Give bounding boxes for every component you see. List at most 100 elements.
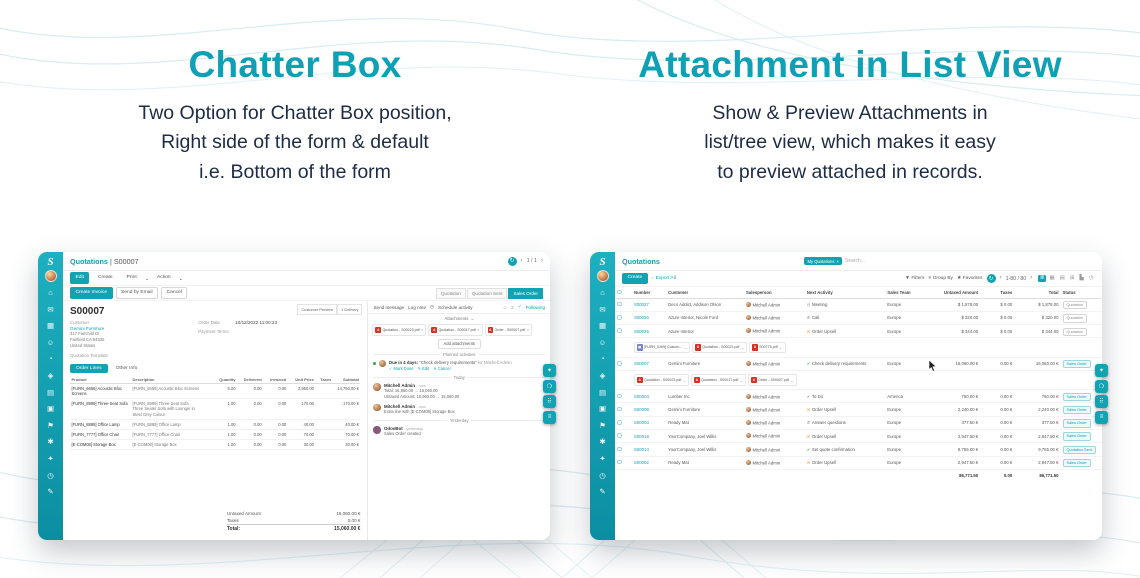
home-icon[interactable]: ⌂	[600, 288, 605, 297]
row-checkbox[interactable]	[617, 459, 622, 465]
inventory-icon[interactable]: ▣	[46, 404, 55, 414]
column-header[interactable]: Description	[130, 375, 213, 385]
column-header-taxes[interactable]: Taxes	[980, 287, 1015, 299]
column-header-total[interactable]: Total	[1014, 287, 1061, 299]
create-button[interactable]: Create	[622, 272, 648, 285]
number-cell[interactable]: S00009	[632, 402, 667, 417]
send-by-email-button[interactable]: Send by Email	[115, 287, 159, 299]
delivery-button[interactable]: 1 Delivery	[337, 304, 363, 315]
select-all-header[interactable]	[615, 287, 633, 299]
select-cell[interactable]	[615, 389, 633, 404]
discuss-icon[interactable]: ✉	[599, 304, 606, 314]
cancel-activity-button[interactable]: ✕ Cancel	[433, 366, 451, 372]
select-cell[interactable]	[615, 442, 633, 457]
global-search-button[interactable]: ❍	[1095, 379, 1108, 393]
stage-quotation[interactable]: Quotation	[435, 287, 466, 299]
list-view-icon[interactable]: ≣	[1038, 274, 1046, 283]
column-header[interactable]: Subtotal	[332, 375, 361, 385]
discuss-icon[interactable]: ✉	[47, 304, 54, 314]
create-invoice-button[interactable]: Create Invoice	[70, 287, 113, 299]
tab-other-info[interactable]: Other Info	[115, 366, 138, 372]
number-cell[interactable]: S00007	[632, 357, 667, 371]
select-cell[interactable]	[615, 357, 633, 371]
export-all-button[interactable]: ↓ Export All	[651, 276, 676, 281]
manufacturing-icon[interactable]: ✱	[47, 437, 54, 447]
edit-activity-button[interactable]: ✎ Edit	[417, 366, 430, 372]
number-cell[interactable]: S00004	[632, 389, 667, 404]
sales-icon[interactable]: ◈	[47, 370, 54, 380]
search-input[interactable]: My Quotations × Search...	[804, 257, 954, 265]
employees-icon[interactable]: ✦	[47, 453, 54, 463]
column-header-next-activity[interactable]: Next Activity	[804, 287, 886, 299]
invoicing-icon[interactable]: ▤	[46, 387, 55, 397]
number-cell[interactable]: S00019	[632, 429, 667, 444]
select-cell[interactable]	[615, 324, 633, 339]
row-checkbox[interactable]	[617, 301, 622, 307]
contacts-icon[interactable]: ☺	[46, 337, 55, 347]
number-cell[interactable]: S00014	[632, 442, 667, 457]
row-checkbox[interactable]	[617, 406, 622, 412]
chevron-down-icon[interactable]: ⌄	[682, 377, 687, 383]
row-checkbox[interactable]	[617, 420, 622, 425]
next-activity-cell[interactable]: ✉Order Upsell	[804, 324, 886, 339]
select-cell[interactable]	[615, 429, 633, 444]
timesheets-icon[interactable]: ◷	[599, 470, 606, 480]
select-cell[interactable]	[615, 402, 633, 417]
attachment-chip[interactable]: ▦[FURN_0269] Custom...⌄	[634, 341, 691, 354]
chevron-down-icon[interactable]: ⌄	[740, 344, 745, 350]
invoicing-icon[interactable]: ▤	[598, 387, 607, 397]
theme-options-button[interactable]: ✦	[543, 364, 556, 377]
next-activity-cell[interactable]: ✉Order Upsell	[804, 402, 886, 417]
manufacturing-icon[interactable]: ✱	[599, 437, 606, 447]
number-cell[interactable]: S00027	[632, 298, 667, 312]
print-menu-button[interactable]: Print	[121, 272, 142, 283]
column-header-sales-team[interactable]: Sales Team	[885, 287, 927, 299]
bookmarks-button[interactable]: ≡	[1095, 410, 1108, 424]
purchase-icon[interactable]: ⚑	[599, 420, 606, 430]
mark-done-button[interactable]: ✓ Mark Done	[388, 366, 414, 372]
cancel-button[interactable]: Cancel	[161, 287, 188, 299]
customer-link[interactable]: Gemini Furniture	[70, 326, 105, 331]
number-cell[interactable]: S00002	[632, 456, 667, 470]
row-checkbox[interactable]	[617, 328, 622, 333]
apps-grid-button[interactable]: ⠿	[1095, 395, 1108, 408]
purchase-icon[interactable]: ⚑	[47, 420, 54, 430]
contacts-icon[interactable]: ☺	[598, 337, 607, 347]
pager-next-icon[interactable]: ›	[1030, 274, 1033, 282]
next-activity-cell[interactable]: ✔To Do	[804, 389, 886, 404]
order-line-row[interactable]: [FURN_8999] Three-Seat Sofa[FURN_8999] T…	[70, 398, 361, 421]
pager-previous-icon[interactable]: ‹	[999, 274, 1002, 282]
kanban-view-icon[interactable]: ▦	[1049, 274, 1055, 281]
graph-view-icon[interactable]: ▙	[1079, 274, 1084, 281]
order-line-row[interactable]: [FURN_6666] Acoustic Bloc Screens[FURN_6…	[70, 383, 361, 399]
next-activity-cell[interactable]: ✔Set quote confirmation	[804, 442, 886, 457]
number-cell[interactable]: S00026	[632, 311, 667, 326]
calendar-icon[interactable]: ▦	[46, 321, 55, 331]
row-checkbox[interactable]	[617, 393, 622, 399]
order-line-row[interactable]: [E-COM08] Storage Box[E-COM08] Storage B…	[70, 439, 361, 451]
user-avatar[interactable]	[596, 270, 609, 282]
remove-attachment-icon[interactable]: ×	[526, 327, 530, 333]
stage-quotation-sent[interactable]: Quotation Sent	[466, 287, 508, 299]
create-button[interactable]: Create	[92, 272, 118, 283]
theme-circle-button[interactable]: ↻	[507, 256, 517, 266]
followers-icon[interactable]: ☺	[502, 304, 508, 310]
column-header[interactable]: Delivered	[237, 375, 264, 385]
timesheets-icon[interactable]: ◷	[47, 470, 54, 480]
column-header-status[interactable]: Status	[1060, 287, 1102, 299]
column-header[interactable]: Quantity	[212, 375, 237, 385]
theme-circle-button[interactable]: ↻	[986, 274, 996, 283]
calendar-icon[interactable]: ▦	[598, 321, 607, 331]
